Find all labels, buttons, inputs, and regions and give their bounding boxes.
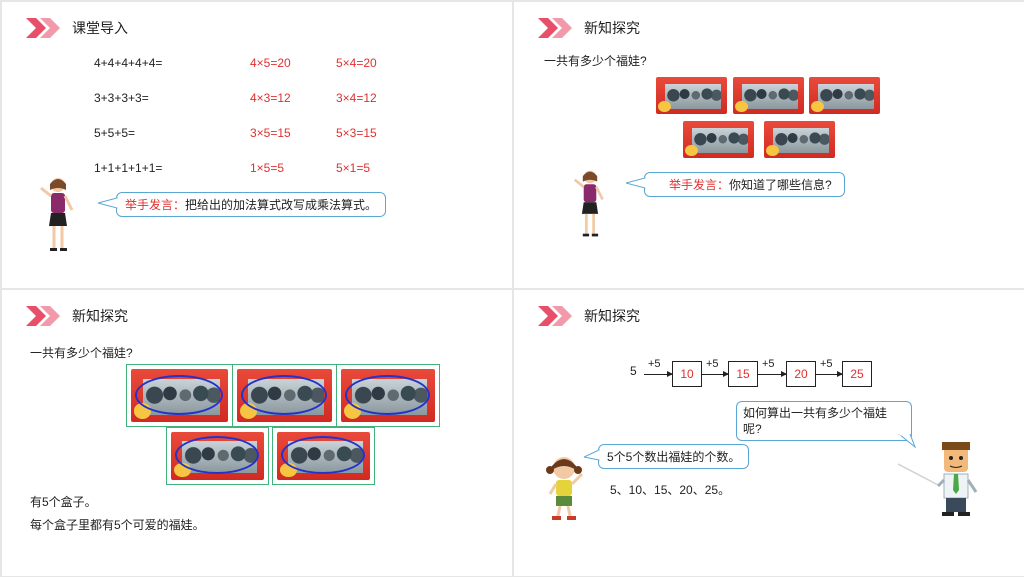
bubble-tail <box>584 449 600 461</box>
slide-explore-counting: 新知探究 5 +5 10 +5 15 +5 20 +5 25 如何算出一共有多少… <box>514 290 1024 576</box>
multiplication-answer: 3×4=12 <box>336 91 377 105</box>
bubble-tail <box>626 177 646 189</box>
student-girl-illustration <box>546 457 584 520</box>
number-box: 10 <box>672 361 702 387</box>
slide-header: 课堂导入 <box>26 16 128 40</box>
number-box: 20 <box>786 361 816 387</box>
slide-title: 课堂导入 <box>72 20 128 36</box>
bubble-tail <box>898 434 916 448</box>
multiplication-answer: 4×3=12 <box>250 91 291 105</box>
teacher-woman-illustration <box>573 170 604 237</box>
double-chevron-icon <box>26 18 60 38</box>
counting-sequence: 5、10、15、20、25。 <box>610 483 731 497</box>
slide-title: 新知探究 <box>72 308 128 324</box>
addition-expression: 5+5+5= <box>94 126 136 140</box>
double-chevron-icon <box>26 306 60 326</box>
number-box: 25 <box>842 361 872 387</box>
bubble-text: 把给出的加法算式改写成乘法算式。 <box>185 198 378 212</box>
box-frame <box>272 427 375 485</box>
speech-bubble: 举手发言：把给出的加法算式改写成乘法算式。 <box>116 192 387 217</box>
fact-text: 有5个盒子。 <box>30 495 97 509</box>
slide-title: 新知探究 <box>584 308 640 324</box>
multiplication-answer: 3×5=15 <box>250 126 291 140</box>
multiplication-answer: 5×4=20 <box>336 56 377 70</box>
box-frame <box>232 364 337 427</box>
box-frame <box>126 364 233 427</box>
question-text: 一共有多少个福娃? <box>30 346 133 360</box>
multiplication-answer: 4×5=20 <box>250 56 291 70</box>
fuwa-box-image <box>764 121 835 158</box>
box-frame <box>336 364 440 427</box>
step-arrow <box>816 371 843 377</box>
bubble-text: 你知道了哪些信息? <box>729 178 832 192</box>
speech-bubble: 举手发言：你知道了哪些信息? <box>644 172 845 197</box>
multiplication-answer: 5×3=15 <box>336 126 377 140</box>
step-arrow <box>702 371 729 377</box>
multiplication-answer: 1×5=5 <box>250 161 285 175</box>
step-label: +5 <box>820 358 833 370</box>
teacher-speech-bubble: 如何算出一共有多少个福娃呢? <box>736 401 912 441</box>
step-label: +5 <box>706 358 719 370</box>
slide-header: 新知探究 <box>538 304 640 328</box>
fuwa-box-image <box>733 77 804 114</box>
number-box: 15 <box>728 361 758 387</box>
teacher-woman-illustration <box>40 178 74 251</box>
slide-title: 新知探究 <box>584 20 640 36</box>
slide-class-intro: 课堂导入 4+4+4+4+4= 4×5=20 5×4=20 3+3+3+3= 4… <box>2 2 512 288</box>
teacher-man-illustration <box>897 442 978 516</box>
fuwa-box-image <box>809 77 880 114</box>
fact-text: 每个盒子里都有5个可爱的福娃。 <box>30 518 205 532</box>
addition-expression: 3+3+3+3= <box>94 91 149 105</box>
multiplication-answer: 5×1=5 <box>336 161 371 175</box>
step-label: +5 <box>762 358 775 370</box>
sequence-start: 5 <box>630 364 637 378</box>
box-frame <box>166 427 269 485</box>
bubble-lead: 举手发言： <box>125 198 186 212</box>
double-chevron-icon <box>538 306 572 326</box>
grouping-ellipse <box>345 375 430 415</box>
grouping-ellipse <box>175 436 259 474</box>
grouping-ellipse <box>281 436 365 474</box>
step-label: +5 <box>648 358 661 370</box>
addition-expression: 1+1+1+1+1= <box>94 161 163 175</box>
grouping-ellipse <box>135 375 223 415</box>
student-speech-bubble: 5个5个数出福娃的个数。 <box>598 444 750 469</box>
step-arrow <box>644 371 673 377</box>
slide-explore-question: 新知探究 一共有多少个福娃? 举手发言：你知道了哪些信息? <box>514 2 1024 288</box>
step-arrow <box>758 371 787 377</box>
bubble-tail <box>98 197 118 209</box>
fuwa-box-image <box>656 77 727 114</box>
fuwa-box-image <box>683 121 754 158</box>
addition-expression: 4+4+4+4+4= <box>94 56 163 70</box>
bubble-lead: 举手发言： <box>669 178 730 192</box>
double-chevron-icon <box>538 18 572 38</box>
question-text: 一共有多少个福娃? <box>544 54 647 68</box>
slide-header: 新知探究 <box>538 16 640 40</box>
slide-explore-boxes: 新知探究 一共有多少个福娃? 有5个盒子。 每个盒子里都有5个可爱的福娃。 <box>2 290 512 576</box>
slide-header: 新知探究 <box>26 304 128 328</box>
grouping-ellipse <box>241 375 327 415</box>
